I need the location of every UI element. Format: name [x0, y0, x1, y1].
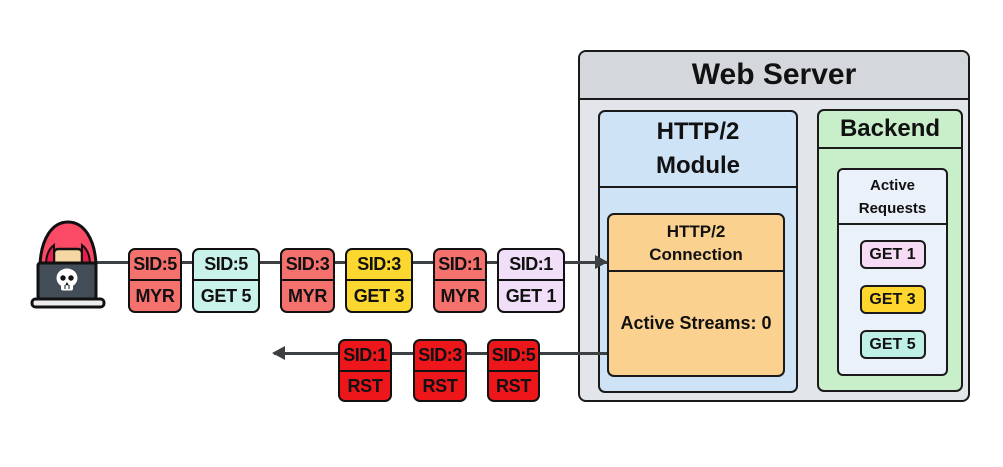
packet-sid: SID:5 — [130, 250, 180, 281]
packet-sid: SID:1 — [435, 250, 485, 281]
active-streams-status: Active Streams: 0 — [620, 313, 772, 333]
http2-module-title: HTTP/2 Module — [600, 112, 796, 188]
active-requests-list: GET 1 GET 3 GET 5 — [839, 225, 946, 359]
packet-label: RST — [495, 375, 532, 396]
packet-label: MYR — [287, 285, 328, 306]
packet-sid: SID:5 — [194, 250, 258, 281]
backend-title: Backend — [819, 111, 961, 149]
reset-packet-rst-sid5: SID:5 RST — [487, 339, 540, 402]
packet-label: MYR — [135, 285, 175, 306]
backend-box: Backend Active Requests GET 1 GET 3 GET … — [817, 109, 963, 392]
request-packet-myr-sid5: SID:5 MYR — [128, 248, 182, 313]
http2-connection-title: HTTP/2 Connection — [609, 215, 783, 272]
web-server-box: Web Server HTTP/2 Module HTTP/2 Connecti… — [578, 50, 970, 402]
packet-sid: SID:3 — [347, 250, 411, 281]
request-packet-get1-sid1: SID:1 GET 1 — [497, 248, 565, 313]
request-packet-myr-sid1: SID:1 MYR — [433, 248, 487, 313]
packet-sid: SID:1 — [340, 341, 390, 372]
http2-connection-title-text: HTTP/2 Connection — [649, 221, 743, 264]
packet-label: MYR — [440, 285, 480, 306]
packet-label: GET 1 — [505, 285, 557, 306]
http2-connection-box: HTTP/2 Connection Active Streams: 0 — [607, 213, 785, 377]
request-packet-get5-sid5: SID:5 GET 5 — [192, 248, 260, 313]
active-requests-box: Active Requests GET 1 GET 3 GET 5 — [837, 168, 948, 376]
active-requests-title: Active Requests — [839, 170, 946, 225]
packet-sid: SID:1 — [499, 250, 563, 281]
active-request-get3: GET 3 — [859, 285, 926, 314]
packet-label: GET 5 — [200, 285, 252, 306]
active-requests-title-text: Active Requests — [858, 176, 927, 217]
packet-label: GET 3 — [353, 285, 405, 306]
packet-label: RST — [347, 375, 383, 396]
skull-icon — [56, 268, 78, 291]
request-packet-get3-sid3: SID:3 GET 3 — [345, 248, 413, 313]
attacker-icon — [30, 220, 106, 309]
laptop-icon — [30, 261, 106, 309]
http2-module-box: HTTP/2 Module HTTP/2 Connection Active S… — [598, 110, 798, 393]
packet-sid: SID:5 — [489, 341, 538, 372]
active-request-get1: GET 1 — [859, 240, 926, 269]
packet-sid: SID:3 — [415, 341, 465, 372]
reset-packet-rst-sid1: SID:1 RST — [338, 339, 392, 402]
reset-packet-rst-sid3: SID:3 RST — [413, 339, 467, 402]
packet-sid: SID:3 — [282, 250, 333, 281]
right-arrowhead-icon — [595, 255, 608, 269]
request-packet-myr-sid3: SID:3 MYR — [280, 248, 335, 313]
http2-module-title-text: HTTP/2 Module — [656, 118, 740, 179]
packet-label: RST — [422, 375, 458, 396]
web-server-title: Web Server — [580, 52, 968, 100]
active-request-get5: GET 5 — [859, 330, 926, 359]
left-arrowhead-icon — [272, 346, 285, 360]
